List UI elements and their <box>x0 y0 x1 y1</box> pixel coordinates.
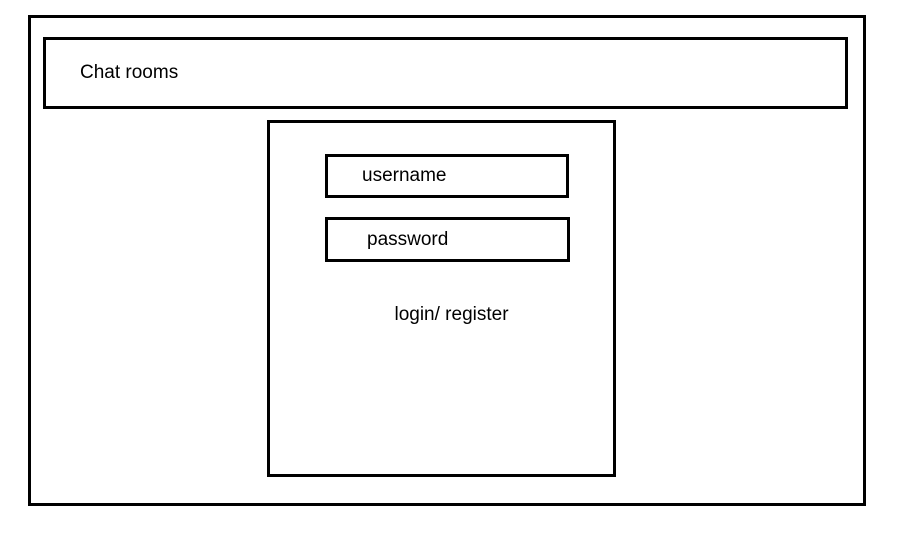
username-field-label: username <box>362 165 447 186</box>
login-register-button[interactable]: login/ register <box>394 304 509 325</box>
chat-rooms-label: Chat rooms <box>80 62 179 83</box>
username-field[interactable]: username <box>325 154 569 198</box>
password-field-label: password <box>367 228 449 250</box>
password-field[interactable]: password <box>325 217 570 262</box>
chat-rooms-header-bar: Chat rooms <box>43 37 848 109</box>
